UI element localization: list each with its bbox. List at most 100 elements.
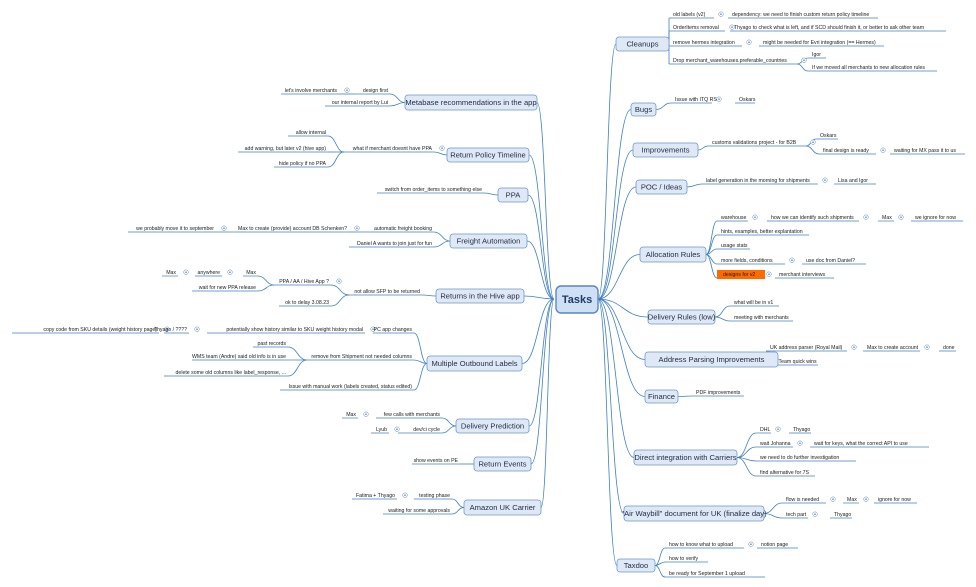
leaf-label: how to verify — [669, 556, 699, 562]
note-icon[interactable] — [766, 271, 772, 277]
branch-label: Direct integration with Carriers — [634, 453, 736, 462]
leaf-label: Max — [346, 412, 356, 418]
leaf-label: we ignore for now — [915, 215, 956, 221]
connector — [597, 254, 641, 300]
branch-node-20[interactable]: Amazon UK Carrier — [463, 499, 542, 516]
branch-node-9[interactable]: Direct integration with Carriers — [633, 449, 738, 466]
note-icon[interactable] — [822, 177, 828, 183]
leaf-label: hide policy if no PPA — [279, 161, 327, 167]
note-icon[interactable] — [194, 326, 200, 332]
branch-node-16[interactable]: Returns in the Hive app — [435, 288, 525, 304]
connector — [330, 284, 350, 296]
branch-node-5[interactable]: Allocation Rules — [639, 246, 707, 263]
note-icon[interactable] — [924, 344, 930, 350]
note-icon[interactable] — [363, 411, 369, 417]
note-icon[interactable] — [748, 541, 754, 547]
note-icon[interactable] — [402, 492, 408, 498]
connector — [540, 298, 555, 508]
note-icon[interactable] — [830, 496, 836, 502]
branch-node-7[interactable]: Address Parsing Improvements — [644, 351, 779, 368]
branch-node-11[interactable]: Taxdoo — [616, 558, 656, 573]
branch-node-2[interactable]: Bugs — [630, 102, 657, 117]
leaf-label: designs for v2 — [723, 272, 755, 278]
note-icon[interactable] — [718, 11, 724, 17]
note-icon[interactable] — [797, 440, 803, 446]
note-icon[interactable] — [336, 278, 342, 284]
note-icon[interactable] — [729, 24, 735, 30]
note-icon[interactable] — [716, 96, 722, 102]
leaf-label: label generation in the morning for ship… — [706, 178, 810, 184]
leaf-label: Lisa and Igor — [838, 178, 868, 184]
connector — [705, 254, 718, 279]
branch-label: Taxdoo — [624, 561, 649, 570]
leaf-label: Fatima + Thyago — [356, 493, 395, 499]
leaf-label: If we moved all merchants to new allocat… — [812, 65, 925, 71]
note-icon[interactable] — [354, 225, 360, 231]
note-icon[interactable] — [394, 426, 400, 432]
note-icon[interactable] — [746, 39, 752, 45]
note-icon[interactable] — [439, 145, 445, 151]
branch-label: Return Events — [478, 460, 526, 469]
branch-node-1[interactable]: Cleanups — [615, 36, 670, 52]
note-icon[interactable] — [810, 139, 816, 145]
connector — [413, 332, 428, 364]
connector — [597, 109, 632, 300]
leaf-label: might be needed for Evri integration (==… — [763, 40, 876, 46]
leaf-label: wait for new PPA release — [199, 285, 256, 291]
note-icon[interactable] — [880, 147, 886, 153]
branch-node-13[interactable]: Return Policy Timeline — [446, 147, 530, 163]
branch-node-17[interactable]: Multiple Outbound Labels — [426, 355, 523, 372]
note-icon[interactable] — [851, 344, 857, 350]
connector — [527, 194, 555, 300]
leaf-label: find alternative for 7S — [760, 470, 810, 476]
leaf-label: Oskars — [739, 97, 756, 103]
leaf-label: merchant interviews — [779, 272, 826, 278]
leaf-label: Thyago — [793, 427, 810, 433]
branch-label: Bugs — [635, 105, 653, 114]
branch-node-18[interactable]: Delivery Prediction — [455, 418, 530, 434]
connector — [796, 63, 809, 72]
note-icon[interactable] — [863, 496, 869, 502]
branch-node-19[interactable]: Return Events — [473, 456, 532, 472]
note-icon[interactable] — [801, 57, 807, 63]
branch-node-6[interactable]: Delivery Rules (low) — [647, 309, 716, 325]
branch-node-4[interactable]: POC / Ideas — [635, 179, 688, 195]
branch-label: Freight Automation — [457, 237, 521, 246]
note-icon[interactable] — [863, 214, 869, 220]
leaf-label: past records — [257, 341, 286, 347]
note-icon[interactable] — [752, 214, 758, 220]
connector — [597, 149, 634, 300]
connector — [597, 298, 635, 458]
highlighted-item[interactable] — [717, 270, 765, 279]
note-icon[interactable] — [227, 269, 233, 275]
branch-node-10[interactable]: "Air Waybill" document for UK (finalize … — [621, 505, 767, 522]
leaf-label: UK address parser (Royal Mail) — [770, 345, 843, 351]
note-icon[interactable] — [789, 257, 795, 263]
branch-label: PPA — [506, 191, 522, 200]
note-icon[interactable] — [775, 426, 781, 432]
connector — [736, 457, 757, 477]
branch-label: "Air Waybill" document for UK (finalize … — [621, 509, 767, 518]
branch-node-15[interactable]: Freight Automation — [449, 233, 528, 249]
leaf-label: Thyago — [834, 512, 851, 518]
note-icon[interactable] — [370, 326, 376, 332]
note-icon[interactable] — [812, 511, 818, 517]
leaf-label: remove hermes integration — [673, 40, 735, 46]
leaf-label: how we can identify such shipments — [771, 215, 854, 221]
note-icon[interactable] — [898, 214, 904, 220]
leaf-label: done — [943, 345, 955, 351]
note-icon[interactable] — [221, 225, 227, 231]
branch-node-14[interactable]: PPA — [497, 187, 529, 203]
branch-node-3[interactable]: Improvements — [632, 142, 699, 158]
connector — [257, 275, 275, 286]
note-icon[interactable] — [164, 326, 170, 332]
note-icon[interactable] — [344, 87, 350, 93]
note-icon[interactable] — [183, 269, 189, 275]
leaf-label: ok to delay 3.08.23 — [285, 300, 329, 306]
leaf-label: Daniel A wants to join just for fun — [357, 241, 432, 247]
branch-node-8[interactable]: Finance — [644, 389, 679, 404]
connector — [597, 298, 646, 360]
branch-node-12[interactable]: Metabase recommendations in the app — [404, 94, 538, 111]
central-topic[interactable]: Tasks — [555, 285, 599, 314]
